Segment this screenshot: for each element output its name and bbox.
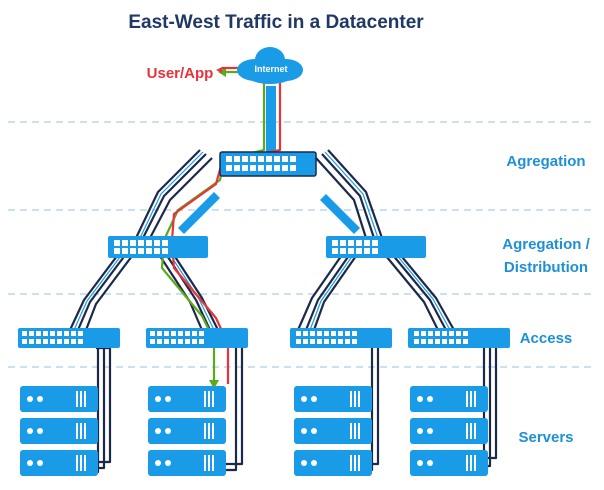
tier-label-distribution-2: Distribution <box>504 259 588 276</box>
server-unit <box>20 450 98 476</box>
access-switch-4 <box>408 328 510 348</box>
server-rack-2 <box>148 386 226 476</box>
green-arrowhead <box>209 380 219 389</box>
core-trunk-right <box>320 194 360 234</box>
server-unit <box>20 418 98 444</box>
tier-label-servers: Servers <box>518 429 573 446</box>
server-rack-1 <box>20 386 98 476</box>
server-unit <box>148 418 226 444</box>
server-unit <box>148 450 226 476</box>
server-unit <box>410 450 488 476</box>
internet-label: Internet <box>254 64 287 74</box>
server-unit <box>20 386 98 412</box>
red-traffic-path <box>170 66 282 384</box>
access-switch-3 <box>290 328 392 348</box>
access-switch-1 <box>18 328 120 348</box>
tier-label-distribution-1: Agregation / <box>502 236 590 253</box>
core-switch <box>219 151 317 177</box>
diagram-title: East-West Traffic in a Datacenter <box>128 12 424 33</box>
server-rack-4 <box>410 386 488 476</box>
server-rack-3 <box>294 386 372 476</box>
server-unit <box>294 386 372 412</box>
tier-label-aggregation: Agregation <box>506 153 585 170</box>
user-app-label: User/App <box>147 65 214 82</box>
server-unit <box>294 450 372 476</box>
server-unit <box>294 418 372 444</box>
server-unit <box>148 386 226 412</box>
internet-uplink <box>266 86 276 152</box>
distribution-switch-right <box>326 236 426 258</box>
core-trunk-left <box>178 192 220 234</box>
internet-cloud-icon <box>237 47 303 84</box>
access-switch-2 <box>146 328 248 348</box>
distribution-switch-left <box>108 236 208 258</box>
server-unit <box>410 386 488 412</box>
server-unit <box>410 418 488 444</box>
tier-label-access: Access <box>520 330 573 347</box>
tier-separators <box>8 121 596 368</box>
red-arrowhead <box>216 67 222 73</box>
